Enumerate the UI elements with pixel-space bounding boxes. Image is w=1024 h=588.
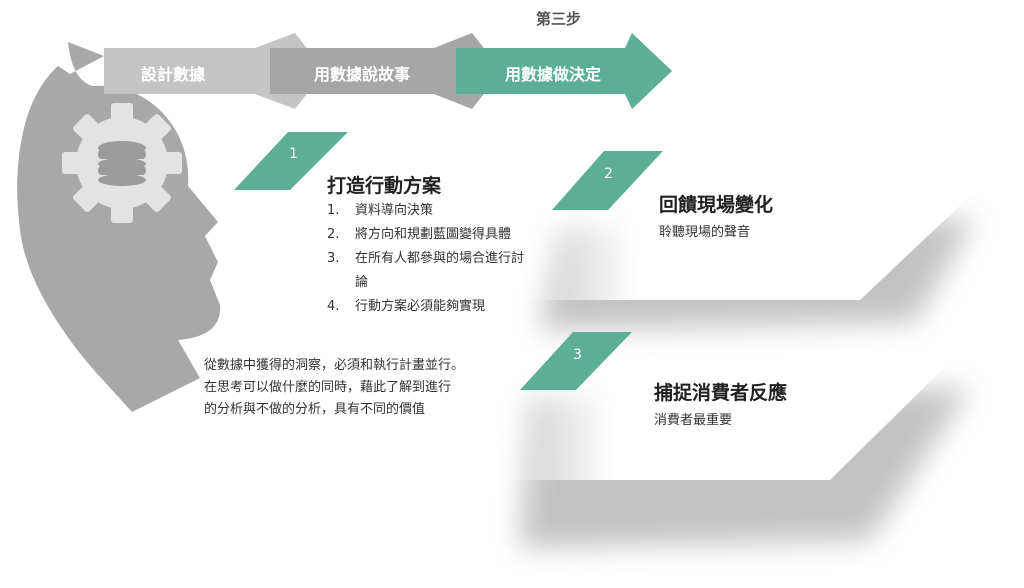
step-arrow-3 — [456, 33, 672, 109]
action-list-item-text: 將方向和規劃藍圖變得具體 — [355, 227, 512, 242]
action-list-item: 1. 資料導向決策 — [327, 199, 535, 223]
card-1-badge — [234, 132, 348, 190]
current-step-caption: 第三步 — [536, 10, 582, 28]
card-2-title: 回饋現場變化 — [659, 194, 774, 216]
card-2-subtitle: 聆聽現場的聲音 — [659, 225, 751, 240]
step-arrow-1 — [104, 33, 325, 109]
card-1-title: 打造行動方案 — [327, 175, 442, 197]
action-list-item-text: 在所有人都參與的場合進行討論 — [355, 251, 525, 290]
action-list-item-number: 2. — [327, 227, 340, 242]
action-list-item-number: 4. — [327, 299, 340, 314]
human-head-profile-icon — [17, 42, 221, 412]
insight-line: 的分析與不做的分析，具有不同的價值 — [204, 402, 426, 417]
database-icon — [98, 141, 146, 186]
action-list-item-text: 資料導向決策 — [355, 203, 434, 218]
action-list-item-number: 3. — [327, 251, 340, 266]
card-3-title: 捕捉消費者反應 — [654, 382, 788, 404]
card-3-subtitle: 消費者最重要 — [654, 413, 733, 428]
card-2-panel — [520, 180, 985, 300]
action-list-item: 2. 將方向和規劃藍圖變得具體 — [327, 223, 535, 247]
action-list-item: 4. 行動方案必須能夠實現 — [327, 295, 535, 319]
step-label-data-storytelling: 用數據說故事 — [314, 65, 411, 84]
card-3-badge — [520, 332, 632, 390]
card-1-number: 1 — [289, 146, 298, 162]
step-arrow-2 — [270, 33, 502, 109]
card-2-badge — [552, 151, 663, 210]
action-list-item: 3. 在所有人都參與的場合進行討論 — [327, 247, 535, 295]
insight-line: 從數據中獲得的洞察，必須和執行計畫並行。 — [204, 358, 465, 373]
step-label-design-data: 設計數據 — [141, 65, 206, 84]
step-label-data-decision: 用數據做決定 — [505, 65, 602, 84]
card-3-panel — [500, 360, 950, 480]
action-list-item-text: 行動方案必須能夠實現 — [355, 299, 486, 314]
card-3-number: 3 — [573, 347, 582, 363]
action-list-item-number: 1. — [327, 203, 340, 218]
insight-line: 在思考可以做什麼的同時，藉此了解到進行 — [204, 380, 452, 395]
action-list: 1. 資料導向決策 2. 將方向和規劃藍圖變得具體 3. 在所有人都參與的場合進… — [327, 199, 535, 319]
insight-paragraph: 從數據中獲得的洞察，必須和執行計畫並行。 在思考可以做什麼的同時，藉此了解到進行… — [204, 355, 464, 421]
card-2-number: 2 — [604, 166, 613, 182]
